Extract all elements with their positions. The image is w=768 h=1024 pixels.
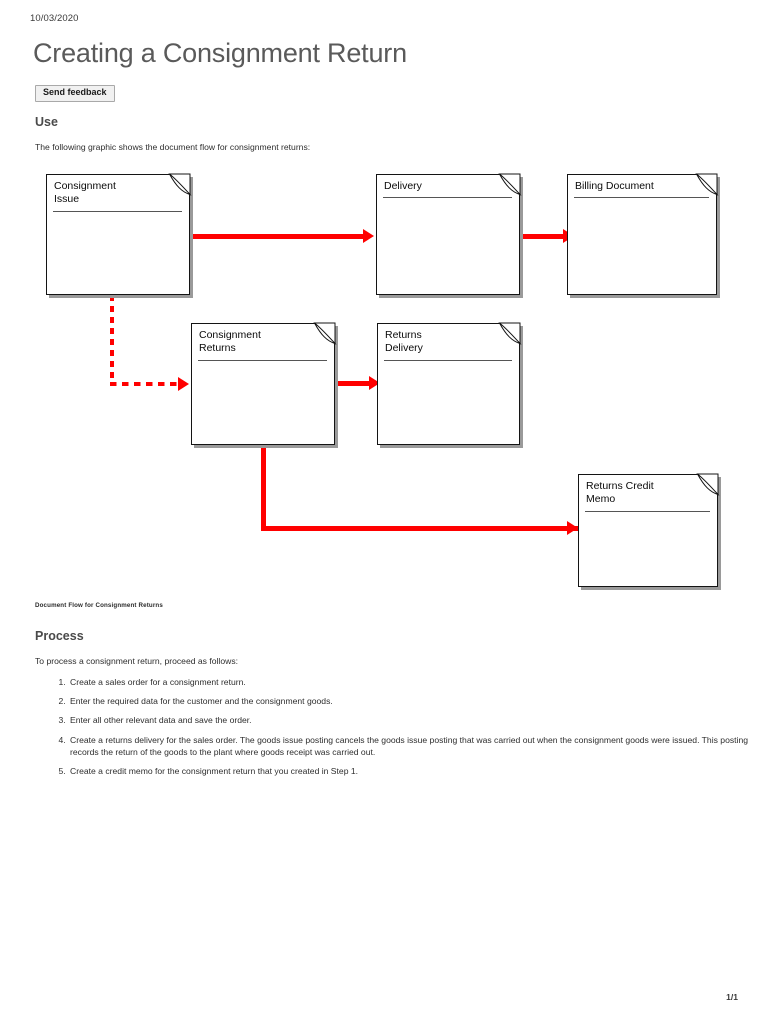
page-fold-icon xyxy=(498,173,522,196)
figure-caption: Document Flow for Consignment Returns xyxy=(35,602,163,609)
node-returns-credit-memo-rule xyxy=(585,511,710,512)
node-delivery-rule xyxy=(383,197,512,198)
edge-returns-to-returnsdelivery-line xyxy=(336,381,374,386)
list-item: Create a returns delivery for the sales … xyxy=(68,734,758,758)
section-heading-use: Use xyxy=(35,115,58,129)
page-fold-icon xyxy=(695,173,719,196)
edge-issue-to-delivery-arrow xyxy=(363,229,374,243)
process-steps-list: Create a sales order for a consignment r… xyxy=(48,676,758,784)
document-date: 10/03/2020 xyxy=(30,13,79,24)
node-consignment-returns-rule xyxy=(198,360,327,361)
page-fold-icon xyxy=(696,473,720,496)
page-fold-icon xyxy=(165,173,192,199)
page-fold-icon xyxy=(313,322,337,345)
edge-issue-to-delivery-line xyxy=(190,234,365,239)
node-billing-document-label: Billing Document xyxy=(575,180,654,192)
edge-returns-to-creditmemo-vertical xyxy=(261,445,266,531)
process-intro-text: To process a consignment return, proceed… xyxy=(35,656,239,666)
use-intro-text: The following graphic shows the document… xyxy=(35,142,311,152)
edge-delivery-to-billing-line xyxy=(521,234,567,239)
list-item: Enter all other relevant data and save t… xyxy=(68,714,758,726)
list-item: Enter the required data for the customer… xyxy=(68,695,758,707)
node-delivery[interactable]: Delivery xyxy=(376,173,522,295)
page-number: 1/1 xyxy=(726,992,738,1002)
node-billing-document-rule xyxy=(574,197,709,198)
node-delivery-label: Delivery xyxy=(384,180,422,192)
node-returns-delivery-rule xyxy=(384,360,512,361)
edge-issue-to-returns-arrow xyxy=(178,377,189,391)
edge-issue-to-returns-dashed-horizontal xyxy=(110,382,182,386)
page-title: Creating a Consignment Return xyxy=(33,38,407,68)
edge-returns-to-creditmemo-arrow xyxy=(567,521,578,535)
edge-returns-to-creditmemo-horizontal xyxy=(261,526,581,531)
list-item: Create a credit memo for the consignment… xyxy=(68,765,758,777)
node-billing-document[interactable]: Billing Document xyxy=(567,173,719,295)
edge-issue-to-returns-dashed-vertical xyxy=(110,295,114,385)
node-consignment-issue-rule xyxy=(53,211,182,212)
section-heading-process: Process xyxy=(35,629,84,643)
page-fold-icon xyxy=(498,322,522,345)
send-feedback-button[interactable]: Send feedback xyxy=(35,85,115,102)
edge-returns-to-returnsdelivery-arrow xyxy=(369,376,380,390)
list-item: Create a sales order for a consignment r… xyxy=(68,676,758,688)
